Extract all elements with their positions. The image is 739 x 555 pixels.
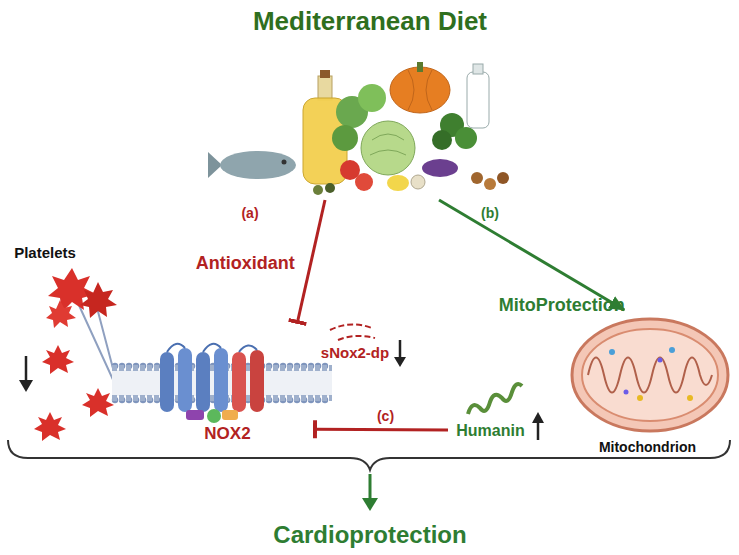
diagram-node: Mediterranean Diet: [220, 6, 520, 200]
edge-label: Antioxidant: [196, 253, 295, 274]
node-text: Mitochondrion: [599, 439, 696, 455]
diagram-node: Humanin: [448, 395, 533, 440]
node-text: Mediterranean Diet: [253, 6, 487, 37]
connector: [298, 200, 326, 322]
connector: [315, 428, 448, 432]
diagram-label: (a): [241, 205, 258, 221]
diagram-label: sNox2-dp: [321, 344, 389, 361]
diagram-label: Cardioprotection: [273, 521, 466, 549]
platelets: [19, 268, 120, 441]
cell-membrane: [112, 324, 406, 423]
diagram-node: NOX2: [140, 322, 315, 444]
edge-label: MitoProtection: [499, 295, 625, 316]
node-text: Humanin: [456, 422, 524, 440]
edge-label: (c): [377, 408, 394, 424]
mitochondrion-shape: [572, 319, 728, 431]
bracket: [8, 440, 730, 511]
diagram-node: Mitochondrion: [565, 310, 730, 455]
node-text: NOX2: [204, 424, 250, 444]
connector: [439, 200, 624, 310]
diagram-label: Platelets: [14, 244, 76, 261]
food-illustration: [208, 62, 509, 195]
diagram-label: (b): [481, 205, 499, 221]
